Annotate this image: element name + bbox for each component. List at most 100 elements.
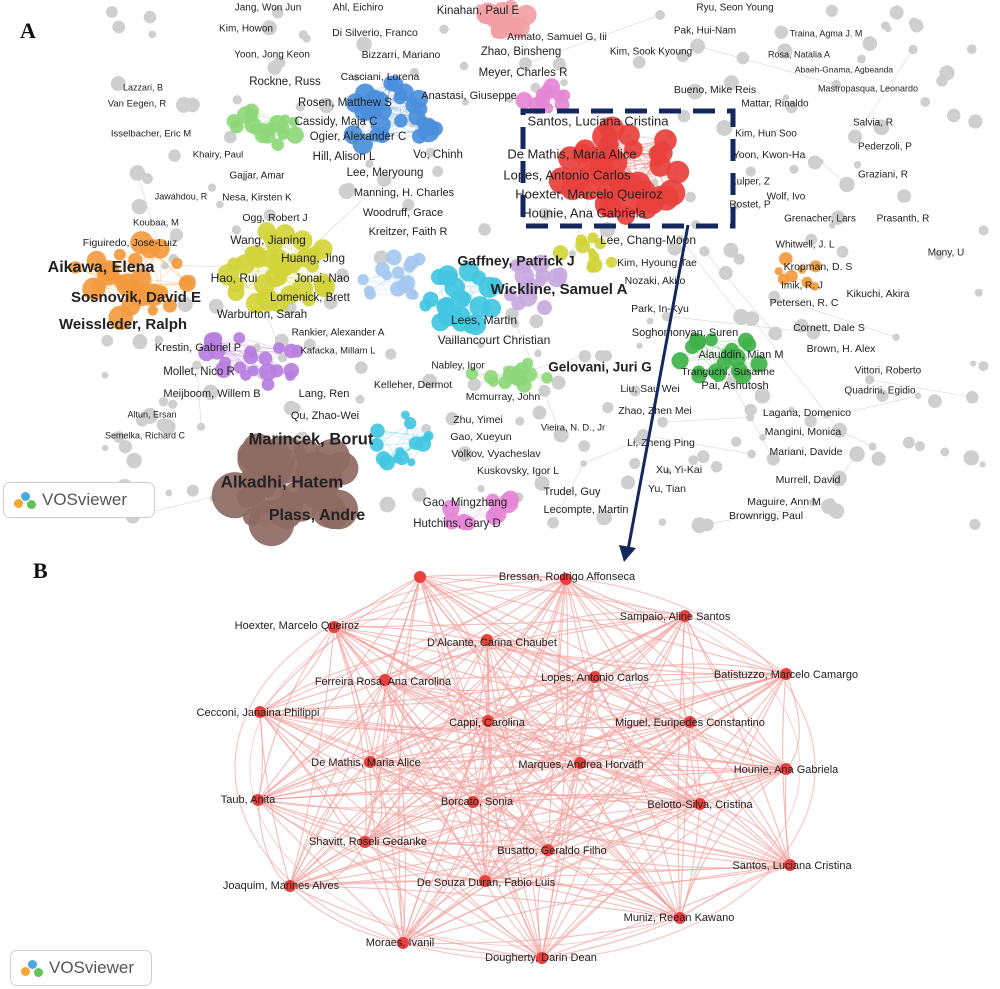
- coauthor-edge: [472, 801, 791, 866]
- coauthor-edge: [679, 768, 787, 919]
- author-node: [305, 259, 319, 273]
- author-node: [684, 716, 696, 728]
- author-label: Whitwell, J. L: [776, 240, 835, 251]
- panel-a-clusters: [69, 0, 989, 547]
- author-node: [553, 427, 569, 443]
- author-node: [383, 75, 400, 92]
- author-node: [515, 416, 525, 426]
- coauthor-edge: [259, 711, 691, 731]
- author-node: [258, 351, 273, 366]
- author-node: [741, 337, 757, 352]
- author-node: [785, 101, 798, 114]
- author-node: [897, 189, 912, 203]
- coauthor-edge: [402, 762, 581, 944]
- coauthor-edge: [257, 799, 404, 944]
- author-node: [154, 335, 164, 345]
- coauthor-edge: [257, 576, 421, 801]
- coauthor-edge: [364, 841, 405, 944]
- author-label: Yoon, Kwon-Ha: [733, 149, 806, 161]
- author-node: [197, 422, 206, 431]
- author-node: [232, 95, 242, 105]
- author-node: [632, 55, 646, 69]
- author-node: [261, 378, 275, 391]
- coauthor-edge: [484, 676, 596, 882]
- coauthor-edge: [689, 673, 787, 723]
- author-node: [405, 97, 421, 114]
- author-node: [723, 242, 739, 258]
- coauthor-edge: [419, 576, 791, 866]
- author-node: [400, 410, 410, 420]
- author-node: [394, 450, 410, 466]
- author-node: [510, 319, 520, 328]
- author-label: Trangucni, Susanne: [681, 366, 775, 378]
- author-label: Imik, R. J: [781, 281, 823, 292]
- author-label: Salvia, R: [853, 118, 893, 129]
- author-node: [536, 952, 548, 964]
- coauthor-edge: [594, 663, 787, 678]
- author-node: [328, 621, 340, 633]
- author-node: [149, 238, 170, 259]
- author-node: [269, 293, 289, 313]
- coauthor-edge: [419, 576, 596, 678]
- author-node: [126, 452, 142, 469]
- author-label: Hounie, Ana Gabriela: [522, 205, 646, 220]
- author-label: De Mathis, Maria Alice: [311, 757, 420, 769]
- author-node: [970, 360, 977, 367]
- author-node: [233, 332, 246, 344]
- author-node: [766, 452, 780, 466]
- author-node: [733, 253, 745, 265]
- author-label: Zhu, Yimei: [453, 414, 503, 426]
- author-node: [519, 57, 532, 70]
- author-node: [784, 859, 796, 871]
- author-node: [674, 912, 686, 924]
- author-label: Van Eegen, R: [108, 99, 167, 110]
- coauthor-edge: [369, 761, 791, 866]
- author-node: [301, 292, 316, 307]
- author-node: [417, 120, 440, 143]
- author-label: Marques, Andrea Horvath: [518, 759, 643, 771]
- coauthor-edge: [257, 626, 335, 801]
- author-label: Lazzari, B: [123, 82, 163, 92]
- author-node: [691, 517, 708, 534]
- author-label: Batistuzzo, Marcelo Camargo: [714, 669, 858, 681]
- author-label: Cappi, Carolina: [449, 717, 526, 729]
- author-label: Khairy, Paul: [193, 150, 244, 161]
- author-node: [718, 266, 733, 280]
- author-node: [482, 715, 494, 727]
- author-label: Hoexter, Marcelo Queiroz: [515, 186, 662, 201]
- author-label: Mcmurray, John: [466, 391, 541, 403]
- author-node: [862, 36, 878, 51]
- author-node: [561, 178, 584, 201]
- author-node: [534, 475, 550, 491]
- coauthor-edge: [472, 793, 701, 805]
- coauthor-edge: [541, 673, 787, 959]
- author-node: [596, 509, 612, 526]
- author-node: [592, 123, 618, 150]
- author-node: [909, 19, 924, 33]
- network-edge: [525, 14, 661, 64]
- author-label: Mattar, Rinaldo: [741, 99, 809, 110]
- author-node: [478, 223, 491, 236]
- author-node: [780, 668, 792, 680]
- coauthor-edge: [259, 626, 335, 713]
- author-node: [108, 305, 133, 331]
- author-node: [694, 798, 706, 810]
- network-edge: [774, 296, 897, 338]
- author-node: [467, 377, 481, 392]
- coauthor-edge: [594, 676, 791, 866]
- coauthor-edge: [384, 679, 701, 805]
- author-node: [323, 295, 338, 310]
- author-node: [794, 318, 809, 333]
- coauthor-edge: [369, 761, 486, 882]
- author-node: [676, 49, 690, 63]
- author-node: [482, 298, 502, 318]
- author-node: [710, 461, 723, 473]
- coauthor-edge: [369, 673, 787, 763]
- author-label: Li, Zheng Ping: [627, 437, 695, 449]
- author-node: [928, 394, 942, 409]
- author-label: Quadrini, Egidio: [844, 386, 916, 397]
- author-node: [746, 413, 755, 422]
- coauthor-edge: [486, 639, 581, 764]
- panel-b-label: B: [33, 558, 48, 583]
